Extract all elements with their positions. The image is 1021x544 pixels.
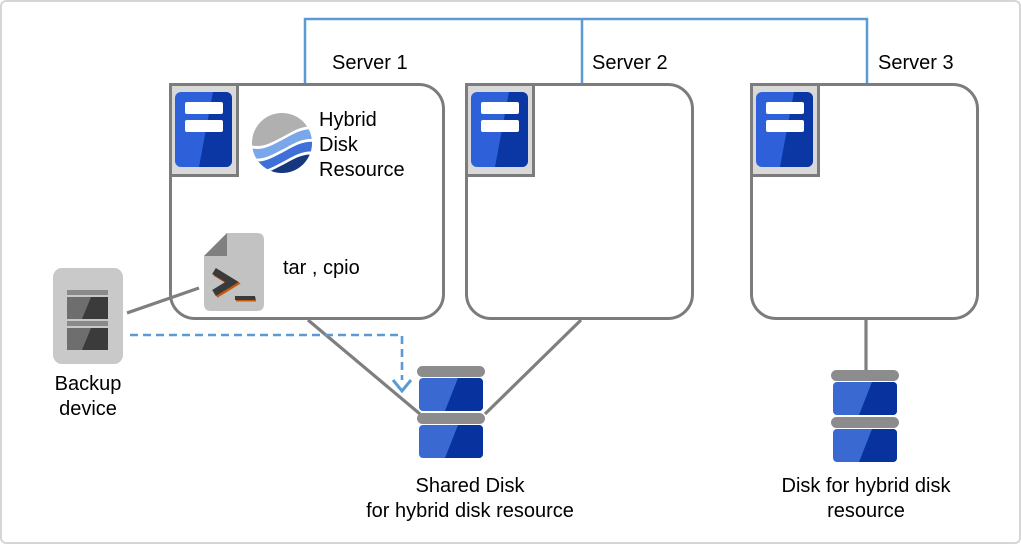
shell-script-icon — [197, 230, 267, 314]
server1-shared-disk-line — [306, 318, 422, 416]
hybrid-disk-stack-icon — [831, 370, 899, 462]
backup-flow-dashed-line — [130, 333, 404, 380]
wave-sphere-icon — [251, 112, 313, 174]
backup-device-label: Backup device — [54, 373, 122, 420]
server-tower-icon — [169, 83, 239, 177]
tar-cpio-label: tar , cpio — [283, 257, 360, 279]
shared-disk-label: Shared Disk for hybrid disk resource — [366, 475, 574, 522]
server2-label: Server 2 — [592, 52, 668, 74]
hybrid-disk-label: Disk for hybrid disk resource — [781, 475, 951, 522]
server2-shared-disk-line — [483, 318, 583, 416]
server1-label: Server 1 — [332, 52, 408, 74]
server3-label: Server 3 — [878, 52, 954, 74]
backup-flow-arrowhead — [391, 379, 413, 394]
shared-disk-stack-icon — [417, 366, 485, 458]
hybrid-disk-resource-label: Hybrid Disk Resource — [319, 109, 405, 181]
server-tower-icon — [750, 83, 820, 177]
tape-drive-icon — [52, 267, 124, 365]
server-tower-icon — [465, 83, 535, 177]
